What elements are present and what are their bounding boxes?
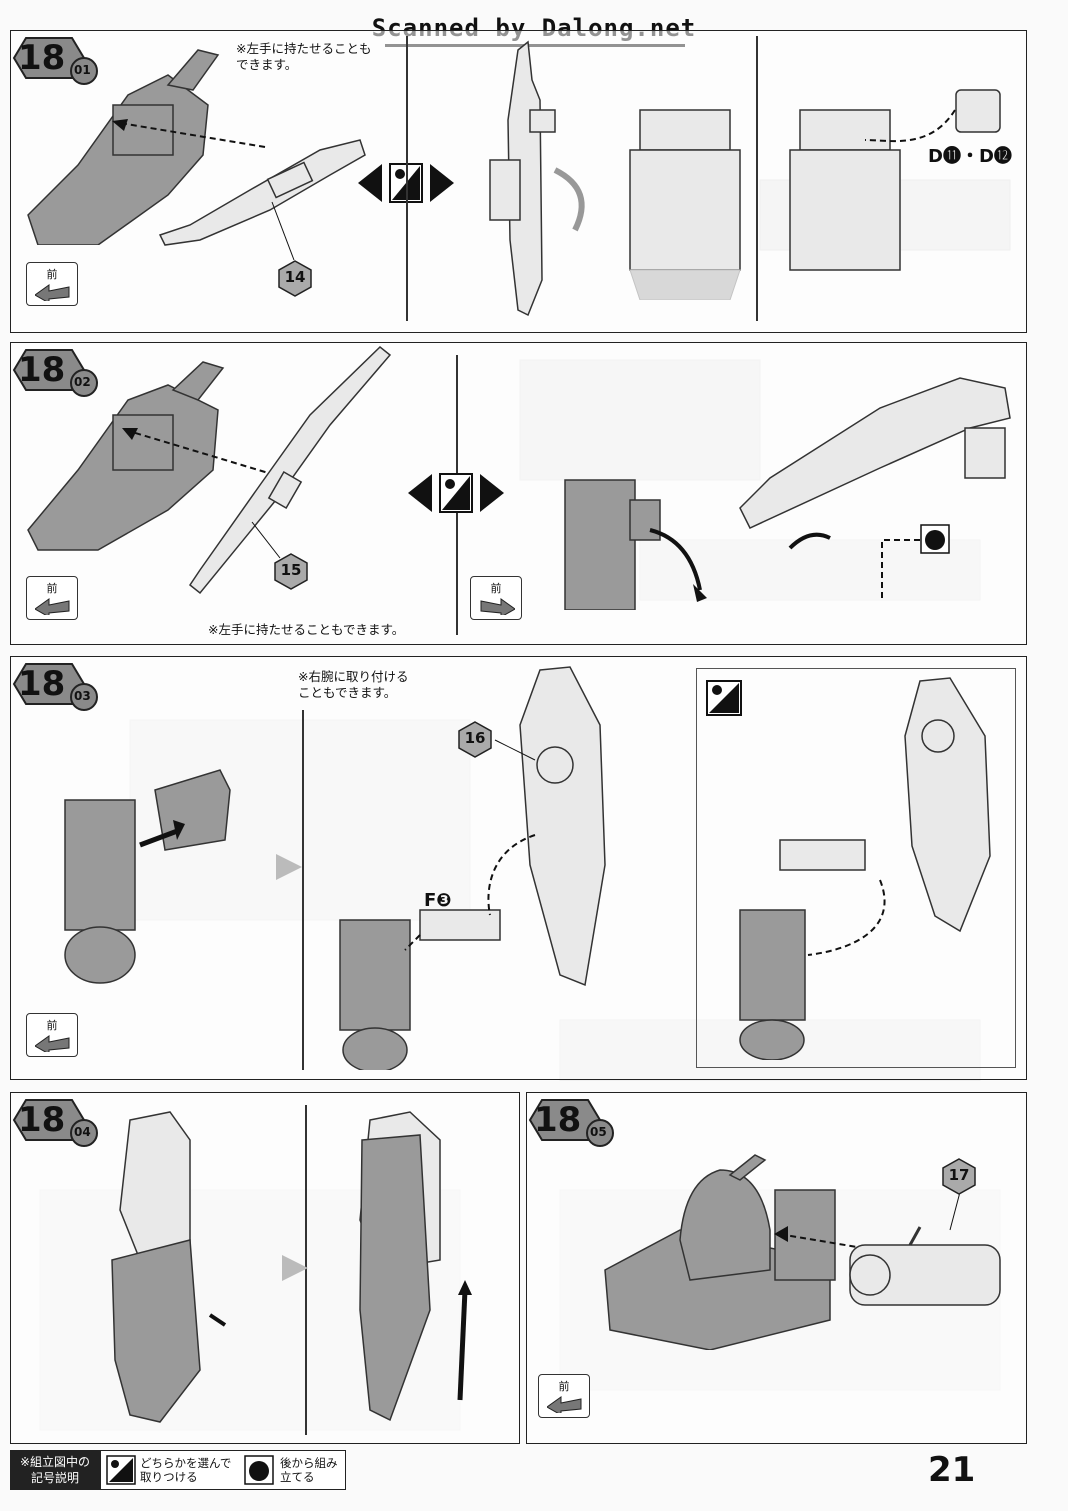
part-number: 15 [280, 561, 302, 579]
attach-arrow [122, 428, 276, 476]
waist-illustration [789, 109, 901, 271]
assemble-later-icon [920, 524, 950, 554]
step-major: 18 [18, 350, 66, 390]
shield-assembly-illustration [359, 1111, 472, 1422]
step-badge-icon [12, 1099, 98, 1147]
beam-rifle-illustration [158, 139, 366, 246]
assemble-later-icon [244, 1455, 274, 1485]
step-sub: 01 [74, 63, 91, 77]
attach-later-dash [881, 539, 930, 598]
next-arrow-icon [282, 1255, 308, 1281]
step-sub: 04 [74, 1125, 91, 1139]
front-direction-badge: 前 [538, 1374, 590, 1418]
step-badge-icon [12, 663, 98, 711]
part-number: 14 [284, 268, 306, 286]
part-number: 17 [948, 1166, 970, 1184]
step-major: 18 [534, 1100, 582, 1140]
parts-label: F❸ [424, 890, 452, 911]
step-note: ※左手に持たせることもできます。 [208, 622, 405, 637]
step-major: 18 [18, 664, 66, 704]
attach-arrow [487, 834, 536, 916]
direction-label: 前 [46, 1019, 58, 1032]
step-sub: 03 [74, 689, 91, 703]
bazooka-illustration [188, 346, 392, 595]
alt-inset-panel [696, 668, 1016, 1068]
leader-line [949, 1191, 961, 1231]
forearm-with-clip-illustration [339, 909, 501, 1070]
part-number-badge: 15 [272, 552, 310, 590]
legend-item-text: 後から組み立てる [280, 1456, 338, 1484]
choose-icon [408, 473, 504, 513]
shield-illustration [519, 666, 606, 987]
direction-label: 前 [490, 582, 502, 595]
attach-arrow [864, 109, 956, 143]
step-badge-icon [528, 1099, 614, 1147]
ship-base-illustration [27, 49, 220, 245]
choose-icon [706, 680, 742, 716]
next-arrow-icon [276, 854, 302, 880]
part-number-badge: 14 [276, 259, 314, 297]
forearm-illustration [64, 769, 231, 984]
bazooka-illustration [739, 377, 1011, 550]
arm-illustration [564, 479, 707, 610]
page-number: 21 [928, 1450, 976, 1490]
direction-label: 前 [46, 268, 58, 281]
antenna-part-illustration [849, 1226, 1001, 1306]
divider [756, 36, 758, 321]
hand-part-illustration [955, 89, 1001, 133]
leader-line [494, 739, 536, 761]
step-badge-icon [12, 37, 98, 85]
part-number: 16 [464, 729, 486, 747]
forearm-illustration [739, 879, 886, 1060]
rear-direction-badge: 前 [470, 576, 522, 620]
choose-icon [106, 1455, 136, 1485]
shield-assembly-illustration [111, 1111, 227, 1423]
head-on-base-illustration [604, 1154, 836, 1350]
step-badge-icon [12, 349, 98, 397]
divider [302, 710, 304, 1070]
part-number-badge: 17 [940, 1157, 978, 1195]
waist-illustration [629, 109, 741, 300]
divider [305, 1105, 307, 1435]
step-sub: 05 [590, 1125, 607, 1139]
clip-illustration [779, 839, 866, 871]
front-direction-badge: 前 [26, 1013, 78, 1057]
parts-label: D⓫・D⓬ [928, 146, 1012, 167]
direction-label: 前 [46, 582, 58, 595]
shield-illustration [904, 677, 991, 933]
part-number-badge: 16 [456, 720, 494, 758]
legend-title: ※組立図中の 記号説明 [10, 1450, 100, 1490]
rifle-vertical-illustration [489, 40, 585, 317]
front-direction-badge: 前 [26, 576, 78, 620]
step-sub: 02 [74, 375, 91, 389]
leader-line [271, 201, 295, 261]
leader-line [251, 521, 281, 559]
step-major: 18 [18, 1100, 66, 1140]
step-note: ※右腕に取り付ける こともできます。 [298, 669, 409, 700]
legend-panel [100, 1450, 346, 1490]
front-direction-badge: 前 [26, 262, 78, 306]
attach-arrow [112, 119, 266, 148]
direction-label: 前 [558, 1380, 570, 1393]
divider [406, 36, 408, 321]
step-major: 18 [18, 38, 66, 78]
step-note: ※左手に持たせることも できます。 [236, 41, 372, 72]
legend-item-text: どちらかを選んで取りつける [140, 1456, 232, 1484]
ship-base-illustration [27, 361, 225, 551]
